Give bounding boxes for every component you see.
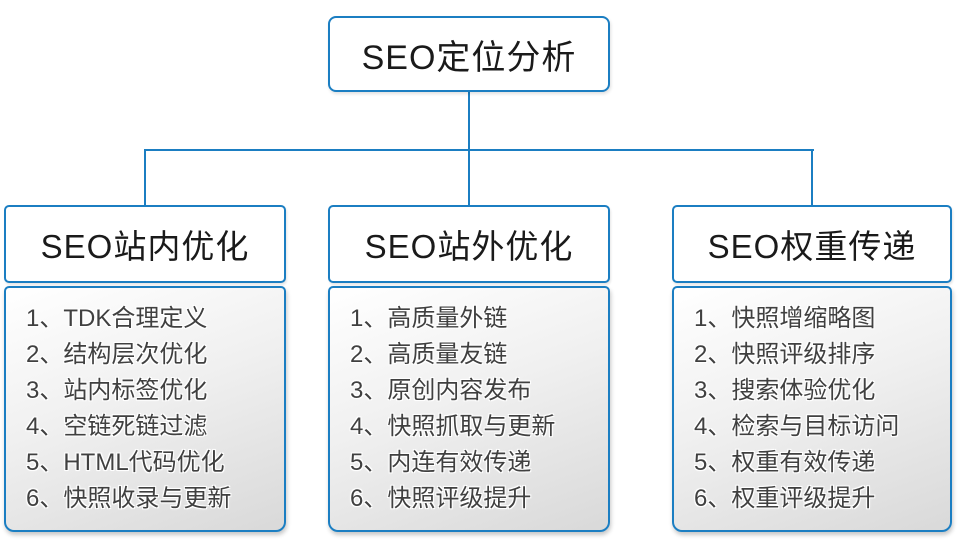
branch-list-offsite: 1、高质量外链 2、高质量友链 3、原创内容发布 4、快照抓取与更新 5、内连有… bbox=[328, 286, 610, 532]
branch-offsite: SEO站外优化 1、高质量外链 2、高质量友链 3、原创内容发布 4、快照抓取与… bbox=[328, 205, 610, 532]
list-item: 4、空链死链过滤 bbox=[26, 413, 208, 440]
branch-header-onsite: SEO站内优化 bbox=[4, 205, 286, 283]
list-item: 3、搜索体验优化 bbox=[694, 377, 876, 404]
list-item: 5、内连有效传递 bbox=[350, 449, 532, 476]
list-item: 2、高质量友链 bbox=[350, 341, 508, 368]
connector-horizontal bbox=[144, 149, 814, 151]
branch-title: SEO站内优化 bbox=[40, 228, 250, 265]
list-item: 6、权重评级提升 bbox=[694, 485, 876, 512]
branch-title: SEO权重传递 bbox=[707, 228, 917, 265]
list-item: 5、权重有效传递 bbox=[694, 449, 876, 476]
branch-list-onsite: 1、TDK合理定义 2、结构层次优化 3、站内标签优化 4、空链死链过滤 5、H… bbox=[4, 286, 286, 532]
branch-title: SEO站外优化 bbox=[364, 228, 574, 265]
branch-header-weight: SEO权重传递 bbox=[672, 205, 952, 283]
list-item: 3、原创内容发布 bbox=[350, 377, 532, 404]
list-item: 1、快照增缩略图 bbox=[694, 305, 876, 332]
root-node: SEO定位分析 bbox=[328, 16, 610, 92]
connector-drop-right bbox=[811, 149, 813, 205]
connector-root-stem bbox=[468, 92, 470, 150]
list-item: 4、检索与目标访问 bbox=[694, 413, 900, 440]
list-item: 2、结构层次优化 bbox=[26, 341, 208, 368]
list-item: 6、快照评级提升 bbox=[350, 485, 532, 512]
branch-onsite: SEO站内优化 1、TDK合理定义 2、结构层次优化 3、站内标签优化 4、空链… bbox=[4, 205, 286, 532]
list-item: 6、快照收录与更新 bbox=[26, 485, 232, 512]
branch-list-weight: 1、快照增缩略图 2、快照评级排序 3、搜索体验优化 4、检索与目标访问 5、权… bbox=[672, 286, 952, 532]
list-item: 3、站内标签优化 bbox=[26, 377, 208, 404]
list-item: 2、快照评级排序 bbox=[694, 341, 876, 368]
root-title: SEO定位分析 bbox=[361, 38, 577, 77]
list-item: 4、快照抓取与更新 bbox=[350, 413, 556, 440]
connector-drop-left bbox=[144, 149, 146, 205]
branch-weight: SEO权重传递 1、快照增缩略图 2、快照评级排序 3、搜索体验优化 4、检索与… bbox=[672, 205, 952, 532]
list-item: 5、HTML代码优化 bbox=[26, 449, 225, 476]
list-item: 1、高质量外链 bbox=[350, 305, 508, 332]
branch-header-offsite: SEO站外优化 bbox=[328, 205, 610, 283]
list-item: 1、TDK合理定义 bbox=[26, 305, 208, 332]
connector-drop-middle bbox=[468, 149, 470, 205]
